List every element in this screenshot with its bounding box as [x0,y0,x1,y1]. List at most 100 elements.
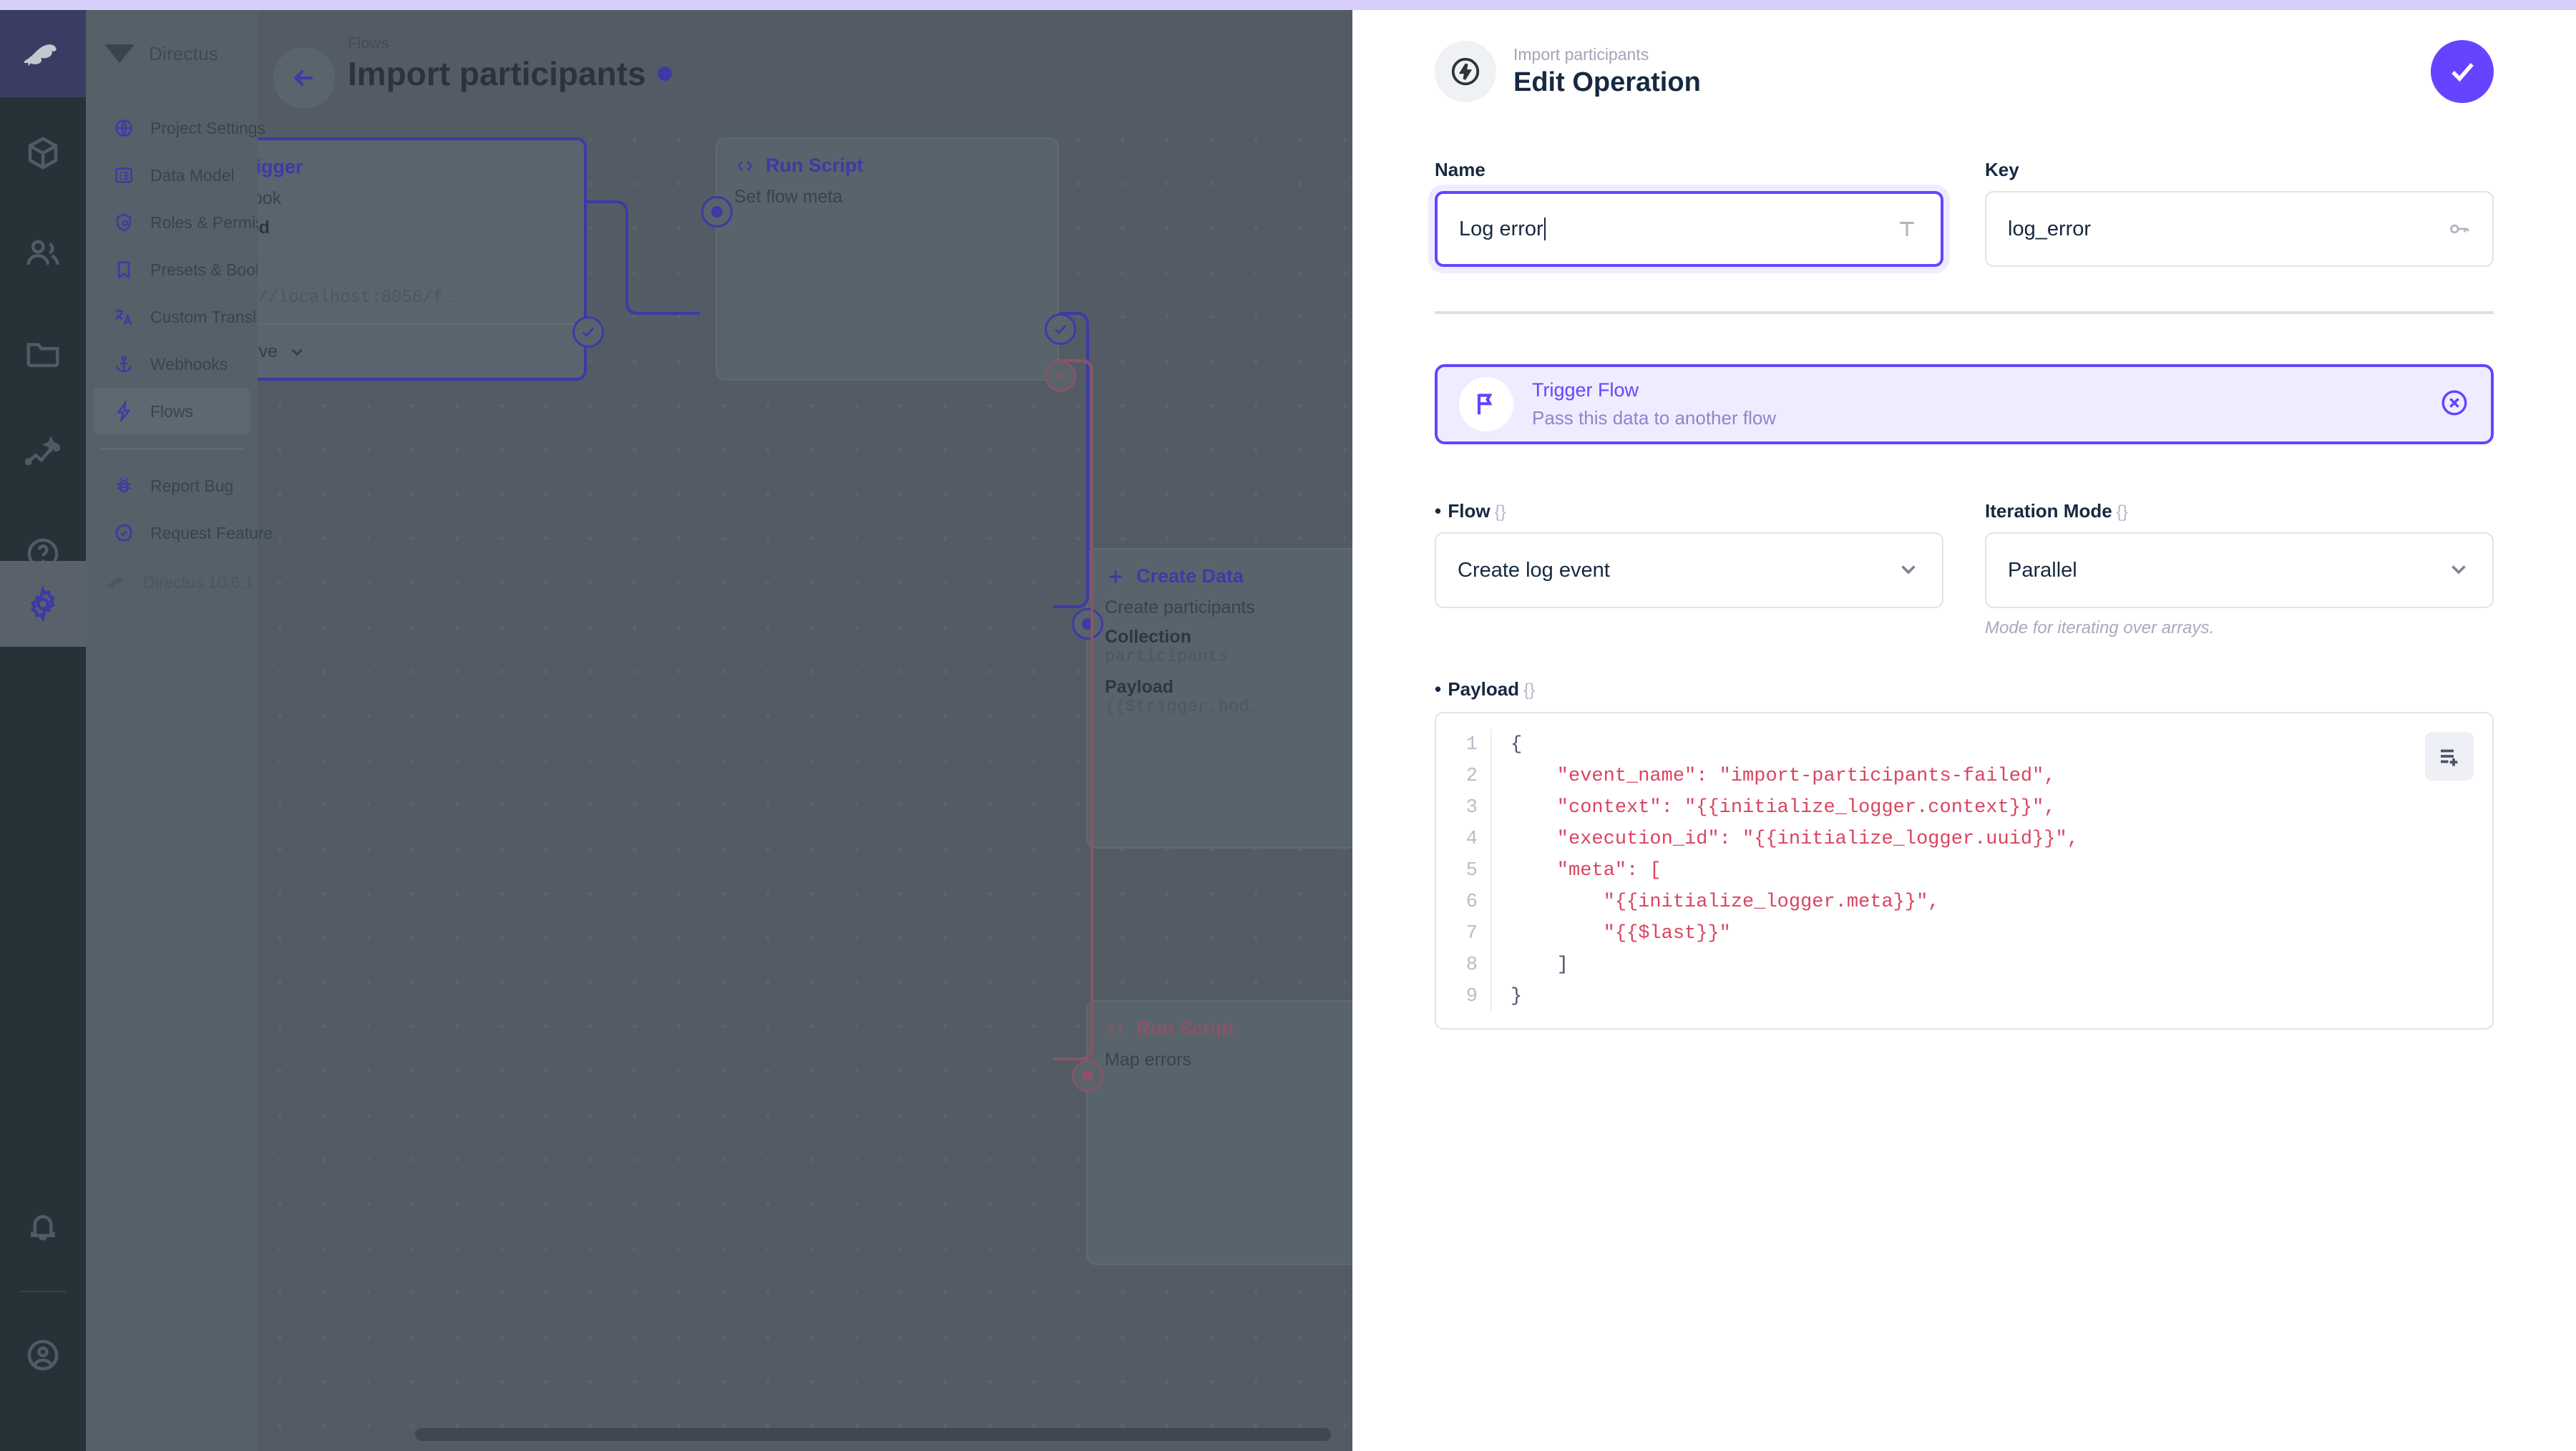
sidebar-brand: Directus [86,10,258,97]
node-port-success[interactable] [572,316,604,348]
format-add-lines-icon-button[interactable] [2425,732,2474,781]
sidebar-divider [100,448,243,449]
node-status[interactable]: Active [258,341,306,362]
line-number: 8 [1436,949,1492,981]
payload-code-editor[interactable]: 1 { 2 "event_name": "import-participants… [1435,712,2494,1030]
module-item-insights[interactable] [0,411,86,497]
translate-icon [112,305,136,329]
node-title: Run Script [717,139,1058,177]
bell-icon [31,1215,55,1241]
close-circle-icon [2441,390,2467,415]
module-item-notifications[interactable] [0,1183,86,1269]
iteration-select[interactable]: Parallel [1985,532,2494,608]
plus-icon [1109,570,1122,583]
sidebar-item-request-feature[interactable]: Request Feature [93,509,273,557]
node-field-label: Method [258,218,270,238]
code-line: 7 "{{$last}}" [1436,918,2492,949]
sidebar-item-webhooks[interactable]: Webhooks [93,341,250,388]
node-port-error[interactable] [1045,361,1076,392]
node-field-value: {{$trigger.bod… [1105,698,1260,717]
module-item-settings[interactable] [0,561,86,647]
flow-node-create-data[interactable]: Create Data Create participants Collecti… [1072,548,1352,849]
node-body: Webhook Method POST URL http://localhost… [258,178,584,308]
flow-select[interactable]: Create log event [1435,532,1943,608]
feature-badge-icon [112,521,136,545]
line-content: "event_name": "import-participants-faile… [1511,766,2056,787]
node-subtitle: Webhook [258,188,282,208]
line-content: "{{$last}}" [1511,923,1731,944]
line-number: 2 [1436,761,1492,792]
module-item-users[interactable] [0,210,86,296]
sidebar-item-custom-translations[interactable]: Custom Translations [93,293,301,341]
sidebar-item-label: Project Settings [150,118,266,137]
module-item-files[interactable] [0,311,86,396]
bookmark-icon [112,258,136,282]
port-dot [1082,1070,1093,1082]
clear-operation-button[interactable] [2439,388,2469,421]
drawer-header: Import participants Edit Operation [1435,10,2494,103]
node-port-input[interactable] [1072,608,1103,640]
node-port-success[interactable] [1045,313,1076,345]
iteration-select-value: Parallel [2008,558,2077,582]
operation-type-card[interactable]: Trigger Flow Pass this data to another f… [1435,364,2494,444]
sidebar-item-data-model[interactable]: Data Model [93,152,250,199]
line-number: 4 [1436,824,1492,855]
payload-label-text: Payload [1448,678,1520,700]
node-field-label: Collection [1105,627,1191,647]
key-input-value: log_error [2008,217,2092,240]
port-dot [711,206,723,218]
node-body: Set flow meta [717,177,1058,207]
line-content: "meta": [ [1511,860,1662,881]
payload-field-group: Payload{} 1 { 2 "event_name": "import-pa… [1435,678,2494,1030]
node-actions[interactable] [547,157,567,177]
line-content: { [1511,734,1523,756]
module-item-account[interactable] [0,1312,86,1398]
list-box-icon [112,163,136,187]
directus-logomark [104,44,135,63]
sidebar-item-presets-bookmarks[interactable]: Presets & Bookmar... [93,246,305,293]
pencil-icon[interactable] [987,156,1008,176]
sidebar-item-roles-permissions[interactable]: Roles & Permissions [93,199,302,246]
format-add-lines-icon [2441,749,2458,766]
sidebar-item-report-bug[interactable]: Report Bug [93,462,250,509]
name-input[interactable]: Log error [1435,191,1943,267]
pencil-icon[interactable] [547,157,567,177]
code-line: 6 "{{initialize_logger.meta}}", [1436,886,2492,918]
account-circle-icon [27,1339,59,1371]
back-button[interactable] [273,47,335,109]
more-vertical-icon[interactable] [1020,156,1040,176]
sidebar-item-flows[interactable]: Flows [93,388,250,435]
node-divider [258,323,584,325]
module-item-content[interactable] [0,110,86,196]
node-port-input[interactable] [1072,1060,1103,1092]
flag-icon-badge [1459,377,1513,431]
flow-node-run-script-2[interactable]: Run Script Map errors [1072,1000,1352,1265]
chevron-down-icon [2446,557,2471,585]
flow-canvas[interactable]: Flows Import participants Trigger [258,10,1352,1451]
flow-status-dot [657,67,672,81]
flow-iteration-row: Flow{} Create log event Iteration Mode{}… [1435,500,2494,638]
node-body: Map errors [1088,1040,1352,1070]
sidebar-item-project-settings[interactable]: Project Settings [93,104,265,152]
check-circle-icon [582,327,595,338]
flow-node-trigger[interactable]: Trigger Webhook Method POST URL http://l… [258,137,604,381]
code-line: 9 } [1436,981,2492,1012]
operation-type-title: Trigger Flow [1532,379,1639,401]
name-input-value: Log error [1459,217,1543,240]
node-status-label: Active [258,341,278,361]
directus-logo-button[interactable] [0,10,86,97]
key-input[interactable]: log_error [1985,191,2494,267]
node-port-input[interactable] [701,196,733,228]
payload-brace-hint: {} [1523,680,1536,700]
directus-rabbit-icon [105,577,124,589]
line-content: "{{initialize_logger.meta}}", [1511,891,1940,913]
chevron-down-icon [1896,557,1921,585]
sidebar-item-label: Request Feature [150,523,273,542]
horizontal-scrollbar[interactable] [415,1428,1331,1441]
drawer-title-block: Import participants Edit Operation [1513,45,1701,99]
save-button[interactable] [2431,40,2494,103]
flow-node-run-script-1[interactable]: Run Script Set flow meta [701,137,1076,392]
node-actions[interactable] [987,156,1040,176]
flow-header: Flows Import participants [258,34,672,109]
line-number: 1 [1436,729,1492,761]
